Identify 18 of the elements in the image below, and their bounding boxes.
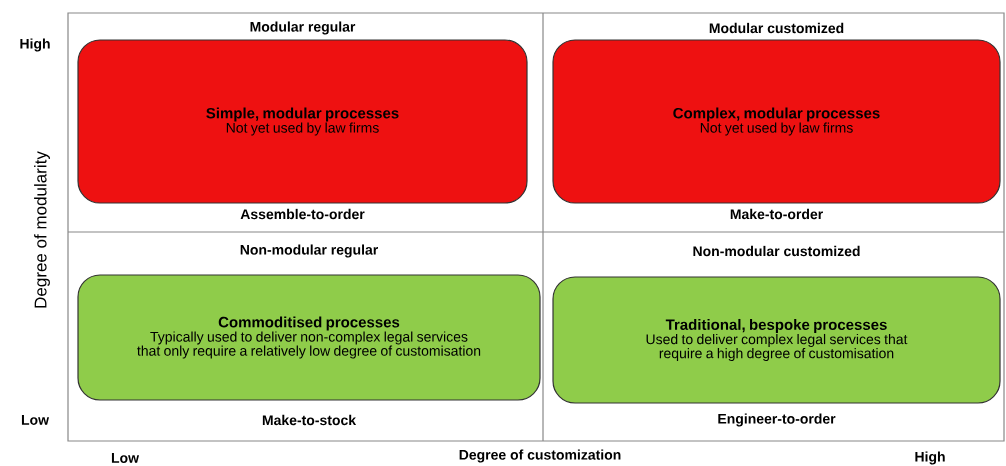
quadrant-label: Engineer-to-order bbox=[718, 413, 836, 427]
quadrant-label: Modular customized bbox=[709, 22, 844, 34]
axis-title: Degree of modularity bbox=[34, 151, 50, 308]
process-box: Traditional, bespoke processes Used to deliver complex legal services that require a high degree of customisation bbox=[552, 276, 1001, 404]
axis-label: Low bbox=[21, 415, 50, 425]
quadrant-label: Modular regular bbox=[250, 21, 356, 35]
axis-label: High bbox=[20, 38, 50, 52]
quadrant-label: Make-to-order bbox=[730, 208, 823, 220]
quadrant-label: Non-modular customized bbox=[693, 245, 860, 257]
quadrant-label: Assemble-to-order bbox=[240, 208, 365, 220]
axis-label: Degree of customization bbox=[459, 449, 621, 463]
quadrant-label: Non-modular regular bbox=[240, 244, 378, 258]
process-box: Commoditised processes Typically used to deliver non-complex legal services that only require a relatively low degree of customisation bbox=[77, 274, 541, 401]
axis-label: Low bbox=[111, 453, 140, 463]
quadrant-label: Make-to-stock bbox=[262, 414, 357, 426]
process-box: Simple, modular processes Not yet used by law firms bbox=[77, 39, 528, 204]
axis-label: High bbox=[915, 451, 945, 465]
process-box: Complex, modular processes Not yet used by law firms bbox=[552, 39, 1001, 204]
